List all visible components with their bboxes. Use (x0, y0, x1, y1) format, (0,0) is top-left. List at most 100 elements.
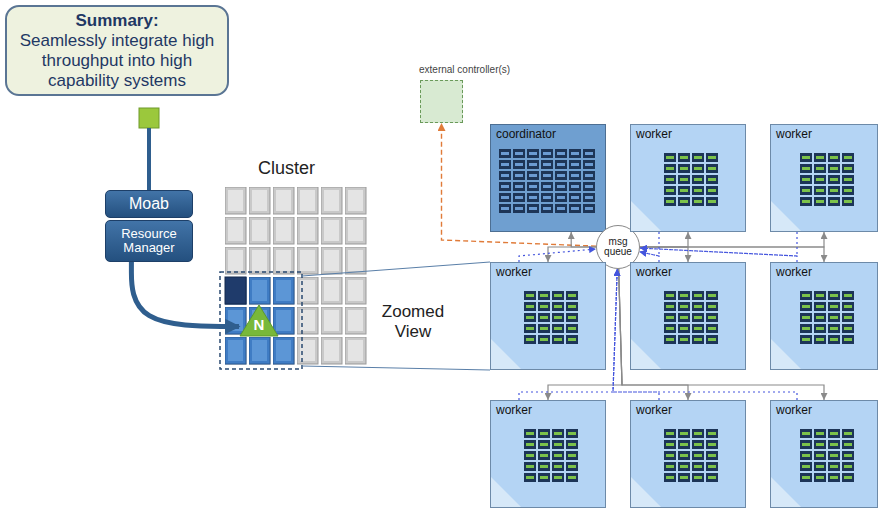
worker-box: worker (770, 400, 878, 508)
task-slot (828, 429, 840, 438)
task-slot (814, 186, 826, 195)
task-slot (842, 175, 854, 184)
task-bar (571, 185, 579, 188)
task-bar (802, 189, 810, 192)
task-bar (501, 163, 509, 166)
task-slot (706, 462, 718, 471)
task-bar (526, 327, 534, 330)
task-bar (830, 167, 838, 170)
task-bar (694, 178, 702, 181)
task-bar (554, 316, 562, 319)
task-bar (694, 476, 702, 479)
task-slot (814, 291, 826, 300)
task-slot (706, 313, 718, 322)
task-bar (526, 316, 534, 319)
task-slot (524, 291, 536, 300)
task-slot (678, 291, 690, 300)
task-slot (527, 160, 539, 169)
task-slot (828, 164, 840, 173)
worker-box: worker (490, 262, 606, 370)
task-bar (708, 316, 716, 319)
task-bar (526, 454, 534, 457)
task-slot (842, 462, 854, 471)
controller-box: external controller(s) (420, 80, 463, 123)
connector (640, 232, 797, 256)
task-slot (828, 302, 840, 311)
task-bar (501, 174, 509, 177)
task-slot (664, 429, 676, 438)
task-bar (680, 327, 688, 330)
task-bar (557, 207, 565, 210)
task-bar (568, 443, 576, 446)
task-slot (828, 291, 840, 300)
task-slot (692, 440, 704, 449)
task-slot (524, 429, 536, 438)
connector (639, 252, 659, 262)
node-title: Summary: (13, 11, 221, 31)
task-bar (554, 476, 562, 479)
task-slot (800, 440, 812, 449)
task-bar (526, 305, 534, 308)
task-slot (664, 324, 676, 333)
task-bar (802, 454, 810, 457)
task-bar (680, 178, 688, 181)
task-slot (538, 462, 550, 471)
task-slot (569, 204, 581, 213)
task-bar (515, 163, 523, 166)
task-bar (830, 189, 838, 192)
task-bar (816, 465, 824, 468)
task-slot (555, 182, 567, 191)
task-bar (694, 316, 702, 319)
task-bar (515, 185, 523, 188)
task-slot (800, 291, 812, 300)
task-slot (706, 324, 718, 333)
task-slot (706, 429, 718, 438)
task-bar (708, 294, 716, 297)
task-slot (524, 440, 536, 449)
task-slot (692, 324, 704, 333)
task-bar (543, 152, 551, 155)
task-slot (828, 197, 840, 206)
zoom-label: Zoomed View (374, 302, 452, 341)
task-bar (568, 338, 576, 341)
task-bar (708, 200, 716, 203)
task-slot (524, 451, 536, 460)
task-bar (830, 178, 838, 181)
task-bar (708, 167, 716, 170)
task-slot (664, 291, 676, 300)
task-bar (802, 465, 810, 468)
task-bar (571, 207, 579, 210)
task-bar (540, 454, 548, 457)
task-slot (692, 429, 704, 438)
task-slot (706, 186, 718, 195)
node-triangle: N (239, 304, 279, 337)
task-slot (814, 324, 826, 333)
task-slot (814, 197, 826, 206)
task-bar (830, 338, 838, 341)
task-bar (554, 454, 562, 457)
task-bar (554, 327, 562, 330)
task-slot (678, 429, 690, 438)
task-slot (692, 462, 704, 471)
task-bar (844, 167, 852, 170)
task-bar (529, 207, 537, 210)
task-bar (830, 156, 838, 159)
task-slot (800, 462, 812, 471)
task-slot (527, 149, 539, 158)
task-bar (802, 167, 810, 170)
task-slot (842, 153, 854, 162)
task-bar (568, 465, 576, 468)
task-bar (529, 152, 537, 155)
task-slot (678, 164, 690, 173)
task-bar (844, 476, 852, 479)
job-line (147, 128, 151, 190)
task-slot (814, 153, 826, 162)
task-slot (552, 473, 564, 482)
task-slot (552, 451, 564, 460)
task-bar (844, 338, 852, 341)
node-title: msg queue (597, 237, 639, 258)
task-bar (680, 189, 688, 192)
task-slot (538, 335, 550, 344)
corner-fold (491, 339, 521, 369)
task-slot (538, 313, 550, 322)
